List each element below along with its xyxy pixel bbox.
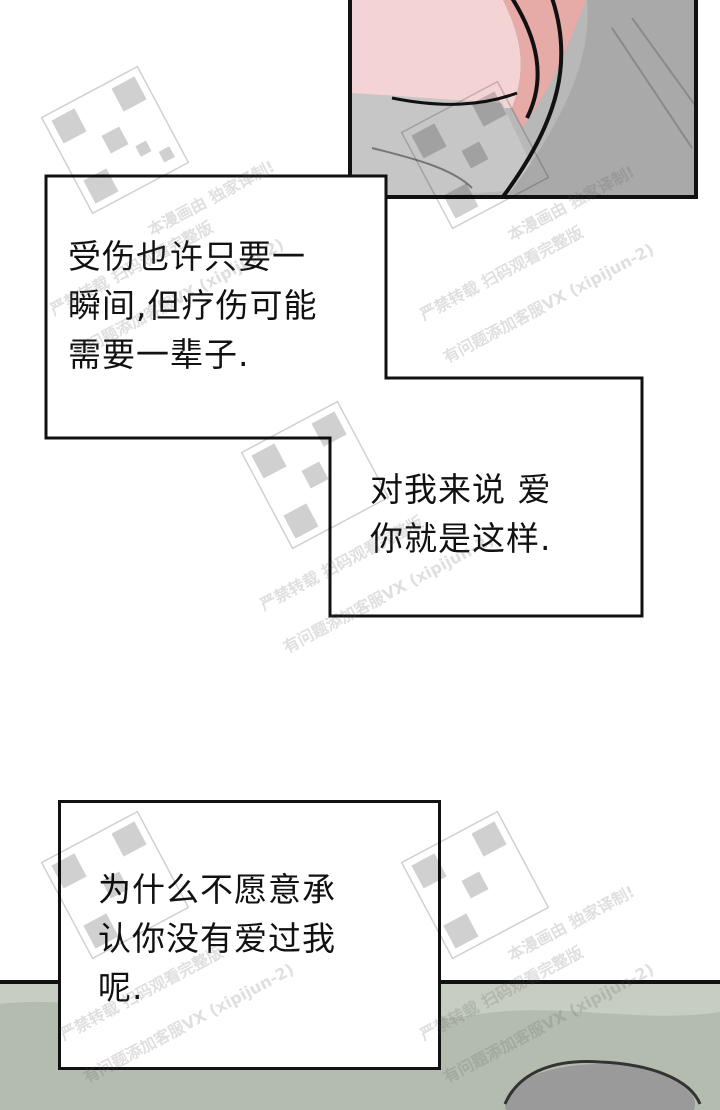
caption-line: 受伤也许只要一 [68, 237, 306, 276]
top-comic-panel [348, 0, 698, 199]
caption-line: 你就是这样. [370, 519, 552, 558]
caption-line: 需要一辈子. [68, 335, 250, 374]
caption-text-third: 为什么不愿意承 认你没有爱过我 呢. [98, 865, 336, 1012]
caption-line: 瞬间,但疗伤可能 [68, 286, 318, 325]
first-caption-frame [44, 174, 644, 618]
caption-text-first: 受伤也许只要一 瞬间,但疗伤可能 需要一辈子. [68, 232, 318, 379]
watermark-text: 本漫画由 独家译制! [504, 881, 638, 965]
caption-line: 呢. [98, 968, 144, 1007]
caption-line: 对我来说 爱 [370, 470, 552, 509]
caption-text-second: 对我来说 爱 你就是这样. [370, 465, 552, 563]
caption-line: 为什么不愿意承 [98, 870, 336, 909]
panel-illustration [352, 0, 694, 195]
caption-line: 认你没有爱过我 [98, 919, 336, 958]
third-caption-box [58, 800, 441, 1070]
